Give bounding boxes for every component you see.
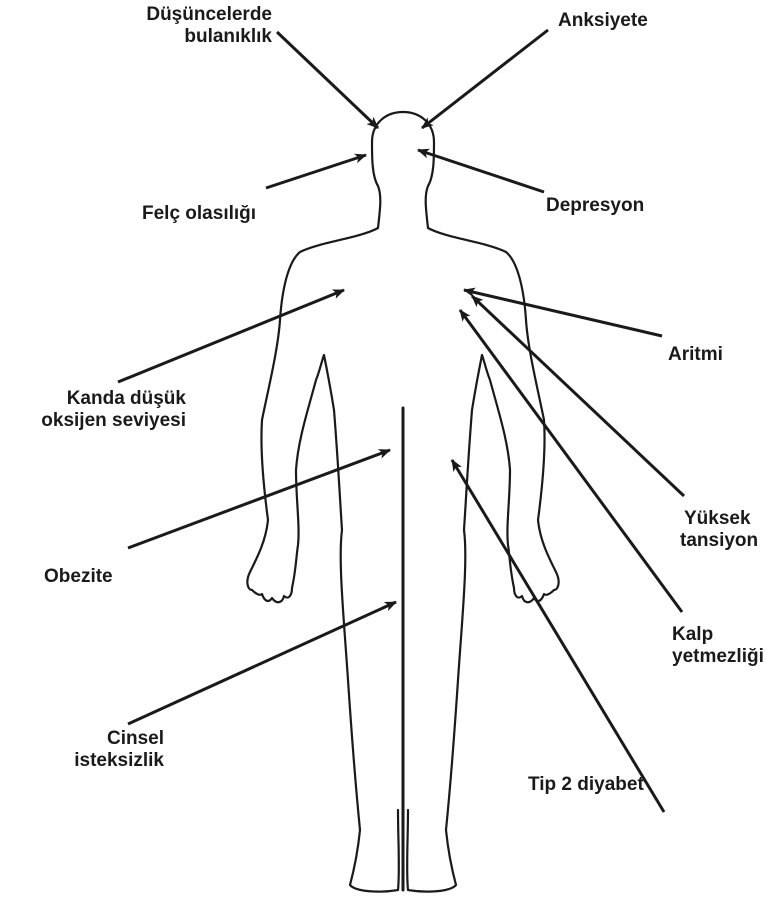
- label-yuksek-line1: Yüksek: [682, 508, 758, 530]
- label-kalp-line2: yetmezliği: [672, 646, 764, 668]
- arrow-tip2: [452, 460, 664, 812]
- arrow-felc: [266, 155, 366, 188]
- arrow-obezite: [128, 450, 390, 548]
- label-depresyon: Depresyon: [546, 195, 644, 217]
- label-kanda: Kanda düşük oksijen seviyesi: [0, 388, 186, 432]
- label-anksiyete-text: Anksiyete: [558, 10, 648, 32]
- label-aritmi: Aritmi: [668, 344, 723, 366]
- label-anksiyete: Anksiyete: [558, 10, 648, 32]
- label-obezite-text: Obezite: [44, 566, 113, 588]
- body-outline-left: [247, 112, 403, 892]
- label-dusunce: Düşüncelerde bulanıklık: [96, 4, 272, 48]
- label-cinsel-line2: isteksizlik: [24, 750, 164, 772]
- arrow-cinsel: [128, 602, 396, 724]
- label-yuksek-line2: tansiyon: [680, 530, 758, 552]
- label-kalp: Kalp yetmezliği: [672, 624, 764, 668]
- label-tip2-text: Tip 2 diyabet: [528, 774, 644, 796]
- label-kalp-line1: Kalp: [672, 624, 764, 646]
- label-yuksek: Yüksek tansiyon: [682, 508, 758, 552]
- label-cinsel: Cinsel isteksizlik: [24, 728, 164, 772]
- label-depresyon-text: Depresyon: [546, 195, 644, 217]
- arrow-yuksek: [472, 296, 684, 496]
- label-obezite: Obezite: [44, 566, 113, 588]
- arrow-aritmi: [464, 290, 662, 336]
- label-felc-text: Felç olasılığı: [142, 203, 256, 225]
- arrows-group: [118, 30, 684, 812]
- label-dusunce-line1: Düşüncelerde: [96, 4, 272, 26]
- label-felc: Felç olasılığı: [142, 203, 256, 225]
- arrow-kanda: [118, 290, 344, 382]
- arrow-anksiyete: [422, 30, 548, 128]
- label-aritmi-text: Aritmi: [668, 344, 723, 366]
- label-tip2: Tip 2 diyabet: [528, 774, 644, 796]
- label-kanda-line2: oksijen seviyesi: [0, 410, 186, 432]
- arrow-depresyon: [418, 150, 544, 192]
- label-cinsel-line1: Cinsel: [24, 728, 164, 750]
- arrow-dusunce: [277, 32, 378, 128]
- label-kanda-line1: Kanda düşük: [0, 388, 186, 410]
- label-dusunce-line2: bulanıklık: [96, 26, 272, 48]
